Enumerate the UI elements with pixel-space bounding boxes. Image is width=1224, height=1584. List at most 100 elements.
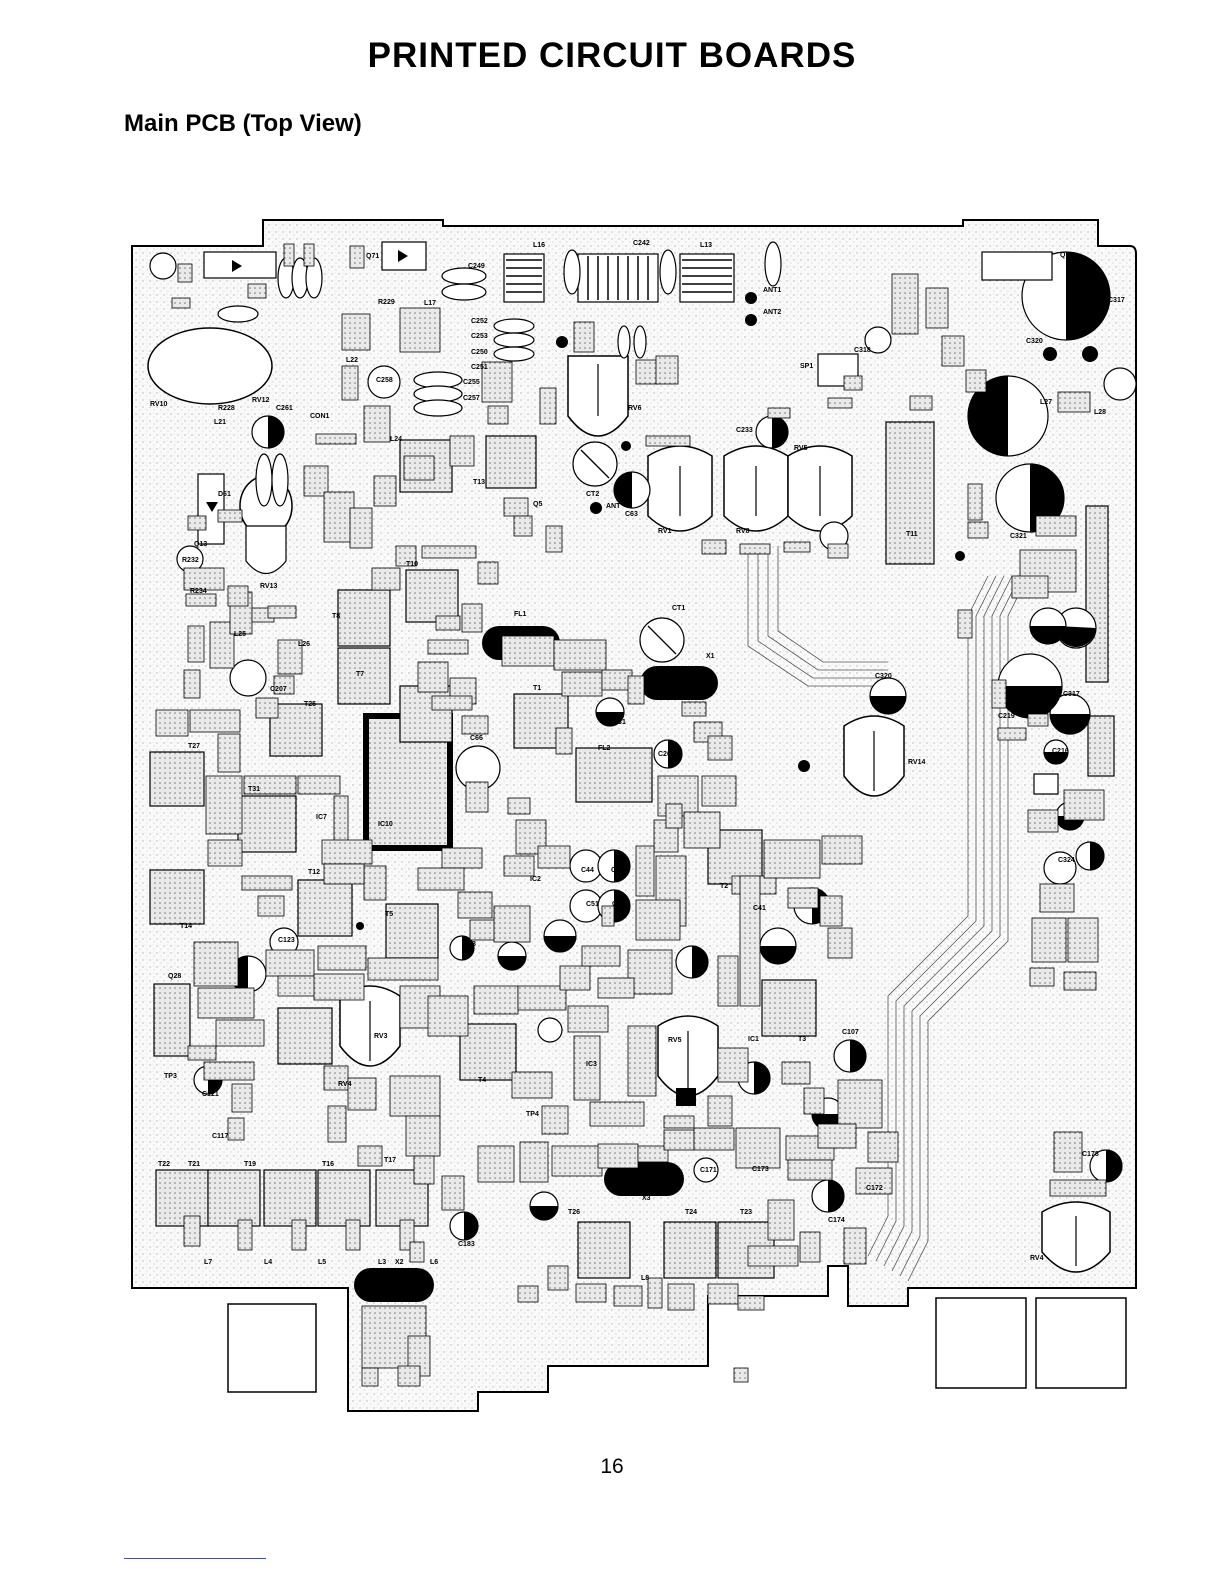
crystal-x1b: [640, 666, 718, 700]
component-label: RV10: [150, 401, 167, 408]
smd-components: [155, 243, 1107, 1387]
footer-rule: [124, 1558, 266, 1559]
component-label: C52: [558, 941, 571, 948]
component-label: T26: [568, 1209, 580, 1216]
coil-windings: [506, 256, 732, 300]
rf-coils: [503, 253, 735, 303]
component-label: RV8: [736, 528, 750, 535]
component-label: C53: [612, 901, 625, 908]
component-label: L28: [1094, 409, 1106, 416]
component-label: FL2: [598, 745, 611, 752]
section-subtitle: Main PCB (Top View): [124, 110, 362, 137]
component-label: T7: [356, 671, 364, 678]
component-label: C51: [586, 901, 599, 908]
component-label: ANT2: [763, 309, 781, 316]
component-label: T24: [685, 1209, 697, 1216]
component-label: R234: [190, 588, 207, 595]
test-points: [356, 292, 1098, 930]
component-label: RV3: [374, 1033, 388, 1040]
component-label: T27: [188, 743, 200, 750]
component-label: C48: [463, 941, 476, 948]
component-label: IC2: [530, 876, 541, 883]
component-label: T3: [798, 1036, 806, 1043]
component-label: C173: [752, 1166, 769, 1173]
trimmer-capacitors: [580, 449, 677, 655]
component-label: T16: [322, 1161, 334, 1168]
component-label: L3: [378, 1259, 386, 1266]
component-label: C320: [875, 673, 892, 680]
page-number: 16: [600, 1455, 624, 1478]
component-label: C321: [976, 398, 993, 405]
component-label: L5: [318, 1259, 326, 1266]
component-label: Q13: [194, 541, 207, 548]
component-label: T25: [304, 701, 316, 708]
component-label: C36: [776, 947, 789, 954]
component-label: C318: [854, 347, 871, 354]
component-label: T10: [406, 561, 418, 568]
trace-bundle: [747, 546, 1029, 1282]
component-label: RV4: [1030, 1255, 1044, 1262]
component-label: L25: [234, 631, 246, 638]
component-label: T4: [478, 1077, 486, 1084]
component-label: RV5: [668, 1037, 682, 1044]
component-label: L17: [424, 300, 436, 307]
component-label: X2: [395, 1259, 404, 1266]
component-label: C178: [1082, 1151, 1099, 1158]
component-label: C41: [753, 905, 766, 912]
component-label: C107: [842, 1029, 859, 1036]
component-label: RV1: [658, 528, 672, 535]
component-label: C174: [828, 1217, 845, 1224]
pcb-diagram: L16C242L13Q71C249L17R229ANT1ANT2C252C253…: [131, 219, 1137, 1412]
connector-block-left: [227, 1303, 317, 1393]
component-label: C317: [1063, 691, 1080, 698]
component-label: RV4: [338, 1081, 352, 1088]
component-label: L8: [641, 1275, 649, 1282]
component-label: IC7: [316, 814, 327, 821]
component-label: T5: [385, 911, 393, 918]
diode-symbols: [206, 250, 408, 512]
component-label: C261: [276, 405, 293, 412]
component-label: T12: [308, 869, 320, 876]
component-label: T2: [720, 883, 728, 890]
capacitor-halves: [208, 252, 1122, 1240]
component-label: IC1: [748, 1036, 759, 1043]
connector-block-right-1: [935, 1297, 1027, 1389]
component-label: R232: [182, 557, 199, 564]
component-label: Q71: [366, 253, 379, 260]
component-label: L13: [700, 242, 712, 249]
component-label: C253: [471, 333, 488, 340]
crystal-x3: [604, 1162, 684, 1196]
component-label: C66: [470, 735, 483, 742]
component-label: R228: [218, 405, 235, 412]
component-label: RV5: [794, 445, 808, 452]
component-label: X1: [706, 653, 715, 660]
component-label: C258: [376, 377, 393, 384]
component-label: C251: [471, 364, 488, 371]
component-label: T8: [332, 613, 340, 620]
component-label: FL1: [514, 611, 527, 618]
component-label: RV13: [260, 583, 277, 590]
component-label: L27: [1040, 399, 1052, 406]
component-label: C233: [736, 427, 753, 434]
component-label: C249: [468, 263, 485, 270]
component-label: IC3: [586, 1061, 597, 1068]
component-label: ANT1: [763, 287, 781, 294]
component-label: T23: [740, 1209, 752, 1216]
trimmer-body-rv5: [676, 1088, 696, 1106]
component-label: C63: [625, 511, 638, 518]
component-label: C219: [998, 713, 1015, 720]
component-label: SP1: [800, 363, 813, 370]
component-label: L7: [204, 1259, 212, 1266]
component-label: D61: [218, 491, 231, 498]
component-label: C47: [611, 867, 624, 874]
trimmer-arrows: [369, 364, 1077, 1266]
disc-capacitors: [217, 241, 782, 507]
component-label: C31: [613, 719, 626, 726]
page-title: PRINTED CIRCUIT BOARDS: [367, 36, 857, 75]
component-label: C257: [463, 395, 480, 402]
component-label: L26: [298, 641, 310, 648]
component-label: C250: [471, 349, 488, 356]
component-label: CT1: [672, 605, 685, 612]
component-label: IC10: [378, 821, 393, 828]
component-label: T11: [906, 531, 918, 538]
